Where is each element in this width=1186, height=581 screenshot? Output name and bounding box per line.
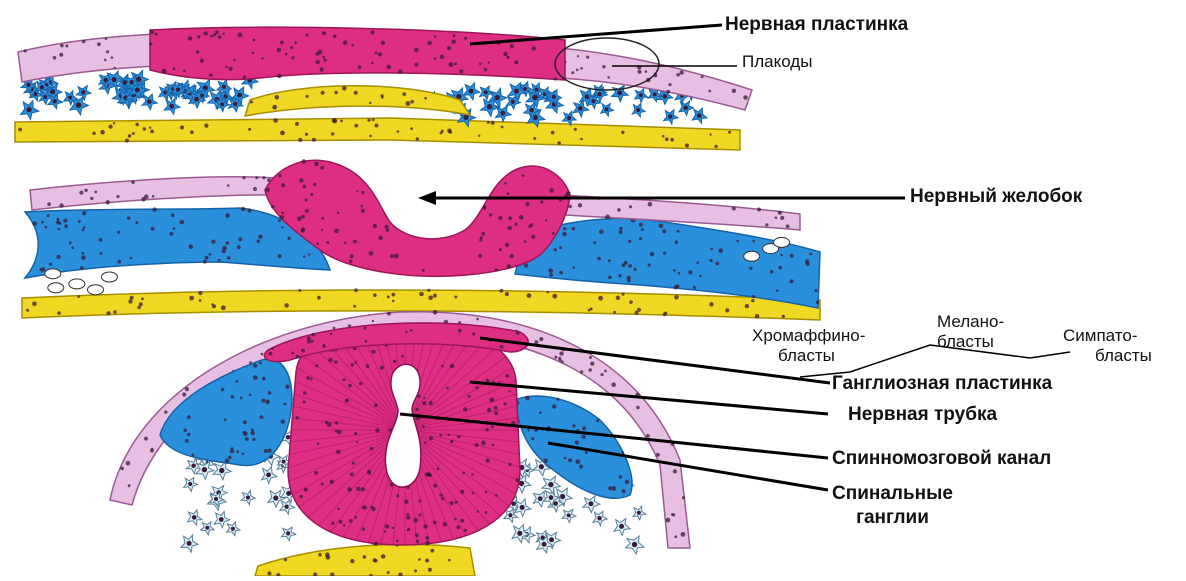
label-neural-plate: Нервная пластинка: [725, 14, 908, 36]
label-spinal-canal: Спинномозговой канал: [832, 448, 1051, 470]
label-chromaffinoblasts-line1: Хромаффино-: [752, 326, 865, 346]
label-melanoblasts-line1: Мелано-: [937, 312, 1004, 332]
label-spinal-ganglia-line2: ганглии: [832, 506, 953, 530]
mesoderm-wedge: [245, 86, 470, 116]
migrating-cells-left: [45, 269, 118, 295]
label-melanoblasts-line2: бласты: [937, 332, 1004, 352]
endoderm-fragment: [255, 544, 475, 576]
label-melanoblasts: Мелано- бласты: [937, 312, 1004, 352]
arrowhead-neural-groove: [418, 191, 436, 205]
label-sympathoblasts-line2: бласты: [1063, 346, 1152, 366]
label-spinal-ganglia: Спинальные ганглии: [832, 482, 953, 530]
label-sympathoblasts: Симпато- бласты: [1063, 326, 1152, 366]
endoderm-band-1: [15, 118, 740, 150]
stage-neural-groove: [22, 159, 820, 320]
label-chromaffinoblasts-line2: бласты: [752, 346, 865, 366]
label-ganglion-plate: Ганглиозная пластинка: [832, 373, 1052, 395]
label-spinal-ganglia-line1: Спинальные: [832, 482, 953, 506]
label-sympathoblasts-line1: Симпато-: [1063, 326, 1152, 346]
stage-neural-plate: [15, 27, 752, 150]
stage-neural-tube: [110, 270, 690, 576]
ectoderm-left-2: [30, 177, 285, 210]
label-chromaffinoblasts: Хромаффино- бласты: [752, 326, 865, 366]
label-neural-tube: Нервная трубка: [848, 404, 997, 426]
label-placodes: Плакоды: [742, 52, 812, 72]
spinal-ganglion-left: [160, 359, 292, 465]
label-neural-groove: Нервный желобок: [910, 186, 1082, 208]
